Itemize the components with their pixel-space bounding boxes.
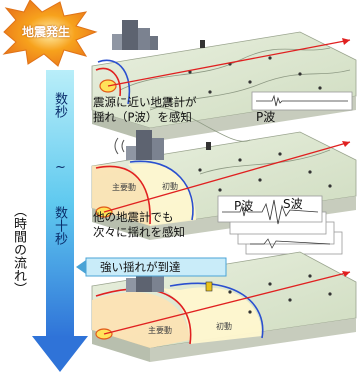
stage1-city-buildings-icon — [112, 20, 158, 50]
stage3-ground-block — [91, 251, 357, 362]
stage2-ground-block — [91, 106, 357, 255]
time-flow-label: （時間の流れ） — [11, 204, 26, 295]
stage2-city-buildings-icon — [126, 130, 164, 160]
stage2-wave-p-label: P波 — [234, 199, 254, 213]
stage1-signal-arrow — [107, 39, 351, 87]
stage2-signal-arrow — [103, 141, 351, 213]
stage3-zone-initial: 初動 — [216, 322, 232, 331]
timeline-tilde: ~ — [55, 160, 66, 175]
stage2-zone-main: 主要動 — [112, 183, 136, 192]
timeline-bottom-label: 数十秒 — [52, 206, 67, 245]
stage3-signal-arrow — [103, 271, 351, 335]
stage2-zone-initial: 初動 — [162, 182, 178, 191]
stage1-seismometer-icon — [200, 40, 205, 48]
stage1-caption-line1: 震源に近い地震計が — [93, 95, 197, 109]
stage1-wave-label: P波 — [256, 110, 276, 124]
stage3-seismometer-icon — [205, 281, 213, 292]
earthquake-burst-icon — [2, 0, 98, 67]
timeline-top-label: 数秒 — [52, 92, 67, 118]
stage1-caption-line2: 揺れ（P波）を感知 — [93, 110, 192, 124]
stage2-caption-line1: 他の地震計でも — [93, 210, 174, 224]
stage2-caption-line2: 次々に揺れを感知 — [93, 225, 185, 239]
stage1-ground-block — [91, 20, 357, 142]
burst-label: 地震発生 — [22, 25, 71, 39]
stage2-seismometer-icon — [206, 142, 211, 150]
strong-shaking-banner-text: 強い揺れが到達 — [100, 260, 181, 274]
stage2-seismogram-stack — [217, 195, 343, 255]
stage2-shaking-marks — [114, 137, 125, 155]
timeline-arrow — [32, 70, 88, 372]
stage2-wave-s-label: S波 — [283, 197, 303, 211]
stage3-zone-main: 主要動 — [148, 326, 172, 335]
